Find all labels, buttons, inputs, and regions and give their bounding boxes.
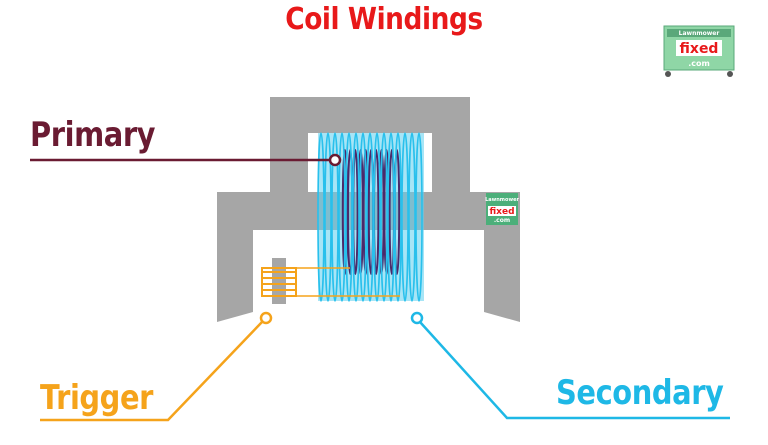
svg-text:fixed: fixed [489,207,514,217]
trigger-callout [40,311,273,422]
core-logo: Lawnmower fixed .com [485,193,519,225]
svg-text:fixed: fixed [680,41,719,57]
secondary-loop [387,132,395,302]
svg-text:.com: .com [494,217,510,224]
secondary-loop [366,132,374,302]
diagram-title: Coil Windings [285,2,483,37]
primary-callout [30,153,342,167]
secondary-loop [338,132,346,302]
svg-text:Lawnmower: Lawnmower [485,197,519,203]
secondary-label: Secondary [556,373,724,413]
secondary-loops [317,132,423,302]
secondary-loop [415,132,423,302]
secondary-loop [373,132,381,302]
trigger-label: Trigger [40,378,153,418]
site-logo: Lawnmower fixed .com [663,25,735,77]
secondary-loop [408,132,416,302]
primary-label: Primary [30,115,156,155]
secondary-loop [394,132,402,302]
svg-text:Lawnmower: Lawnmower [679,30,720,37]
trigger-coil [261,258,400,304]
svg-text:.com: .com [688,59,710,68]
secondary-loop [380,132,388,302]
secondary-loop [401,132,409,302]
secondary-callout [410,311,730,420]
secondary-loop [331,132,339,302]
secondary-loop [317,132,325,302]
secondary-loop [352,132,360,302]
secondary-loop [324,132,332,302]
secondary-loop [345,132,353,302]
secondary-loop [359,132,367,302]
